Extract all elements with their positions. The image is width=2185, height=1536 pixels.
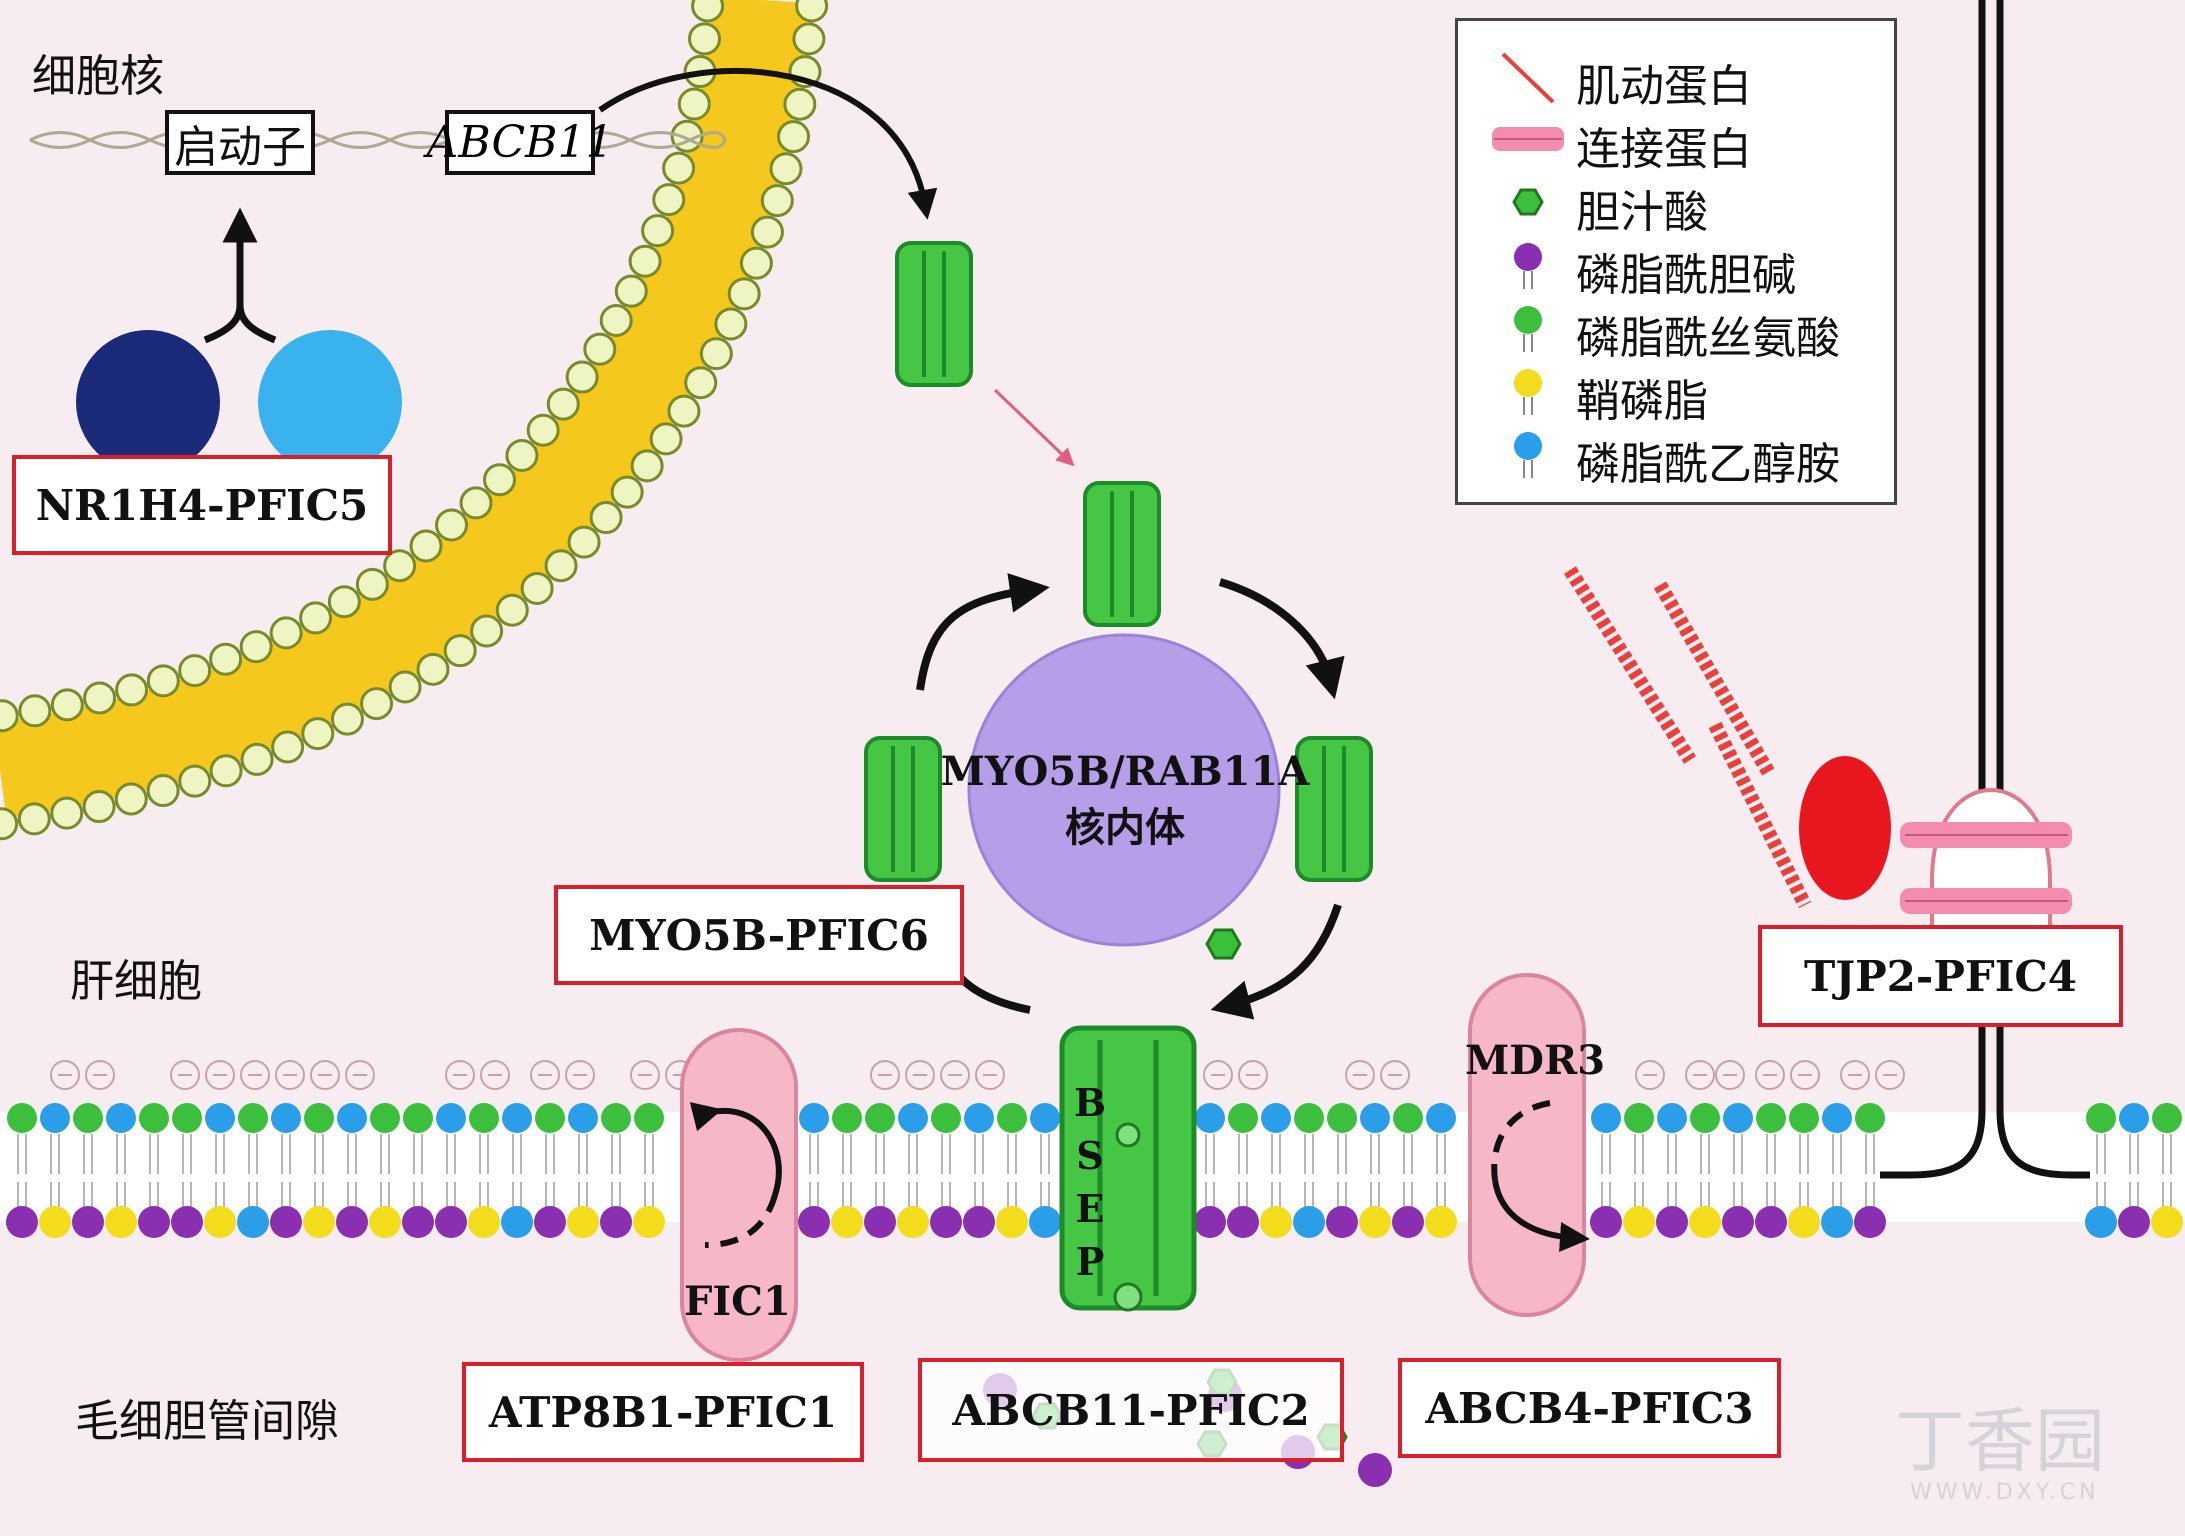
membrane-heads-bottom (6, 1206, 2183, 1238)
legend-item-actin: 肌动蛋白 (1458, 46, 1894, 112)
box-atp8b1-pfic1: ATP8B1-PFIC1 (462, 1362, 864, 1462)
box-nr1h4-pfic5: NR1H4-PFIC5 (12, 455, 392, 555)
hepatocyte-label: 肝细胞 (70, 956, 202, 1007)
green-lipid-icon (1514, 306, 1542, 352)
gene-to-protein-arrow (598, 68, 938, 220)
watermark-brand: 丁香园 (1895, 1400, 2105, 1482)
bile-acid-icon (1512, 188, 1544, 216)
legend-item-sphingomyelin: 鞘磷脂 (1458, 361, 1894, 427)
bsep-letter-b: B (1073, 1080, 1107, 1125)
membrane-heads-top (7, 1103, 2182, 1218)
actin-filaments (1564, 566, 1812, 909)
bsep-channel-vesicle-left (864, 736, 942, 882)
legend-item-phosphatidylserine: 磷脂酰丝氨酸 (1458, 298, 1894, 364)
bsep-channel-vesicle-top (1083, 481, 1161, 627)
canaliculus-label: 毛细胆管间隙 (75, 1396, 339, 1447)
fic1-transporter (680, 1028, 798, 1362)
fic1-label: FIC1 (684, 1278, 791, 1325)
legend-item-phosphatidylcholine: 磷脂酰胆碱 (1458, 235, 1894, 301)
legend-item-bile-acid: 胆汁酸 (1458, 172, 1894, 238)
yellow-lipid-icon (1514, 369, 1542, 415)
bsep-letter-s: S (1076, 1133, 1104, 1178)
bile-acid-free (1205, 928, 1242, 960)
tjp2-protein (1799, 756, 1891, 900)
bsep-channel-vesicle-right (1295, 736, 1373, 882)
blue-lipid-icon (1514, 432, 1542, 478)
nucleus-label: 细胞核 (32, 51, 164, 102)
promoter-box: 启动子 (165, 110, 315, 175)
mdr3-label: MDR3 (1465, 1037, 1606, 1084)
nuclear-membrane-heads-outer (0, 0, 829, 841)
nr1h4-dimer-dark (76, 330, 220, 474)
box-tjp2-pfic4: TJP2-PFIC4 (1758, 925, 2123, 1027)
box-myo5b-pfic6: MYO5B-PFIC6 (554, 885, 964, 985)
bsep-letter-p: P (1075, 1239, 1105, 1284)
bsep-letter-e: E (1075, 1186, 1105, 1231)
tight-junction (1880, 0, 2090, 1179)
watermark-url: WWW.DXY.CN (1910, 1480, 2100, 1505)
recycling-arrows (916, 573, 1345, 1020)
membrane-negative-charges (50, 1060, 1905, 1090)
junction-protein-icon (1492, 127, 1564, 151)
abcb11-gene-box: ABCB11 (427, 110, 613, 175)
endosome (967, 633, 1281, 947)
actin-icon (1501, 52, 1555, 104)
dna-strand (29, 131, 727, 149)
legend-item-junction-protein: 连接蛋白 (1458, 109, 1894, 175)
dimer-to-promoter-arrow (203, 225, 277, 344)
purple-lipid-icon (1514, 243, 1542, 289)
legend: 肌动蛋白 连接蛋白 胆汁酸 磷脂酰胆碱 磷脂酰丝氨酸 鞘磷脂 磷脂酰乙醇胺 (1455, 18, 1897, 505)
bsep-transporter (1059, 1025, 1197, 1312)
box-abcb11-pfic2: ABCB11-PFIC2 (918, 1358, 1344, 1462)
legend-item-phosphatidylethanolamine: 磷脂酰乙醇胺 (1458, 424, 1894, 490)
endosome-label: MYO5B/RAB11A (940, 748, 1310, 795)
mdr3-transporter (1468, 973, 1590, 1317)
junction-protein-complex (1900, 788, 2072, 932)
canalicular-membrane (0, 1060, 2185, 1238)
trafficking-arrow (993, 388, 1075, 467)
endosome-sublabel: 核内体 (1065, 805, 1185, 851)
box-abcb4-pfic3: ABCB4-PFIC3 (1398, 1358, 1781, 1458)
nr1h4-dimer-light (258, 330, 402, 474)
bsep-channel-top (895, 241, 973, 387)
